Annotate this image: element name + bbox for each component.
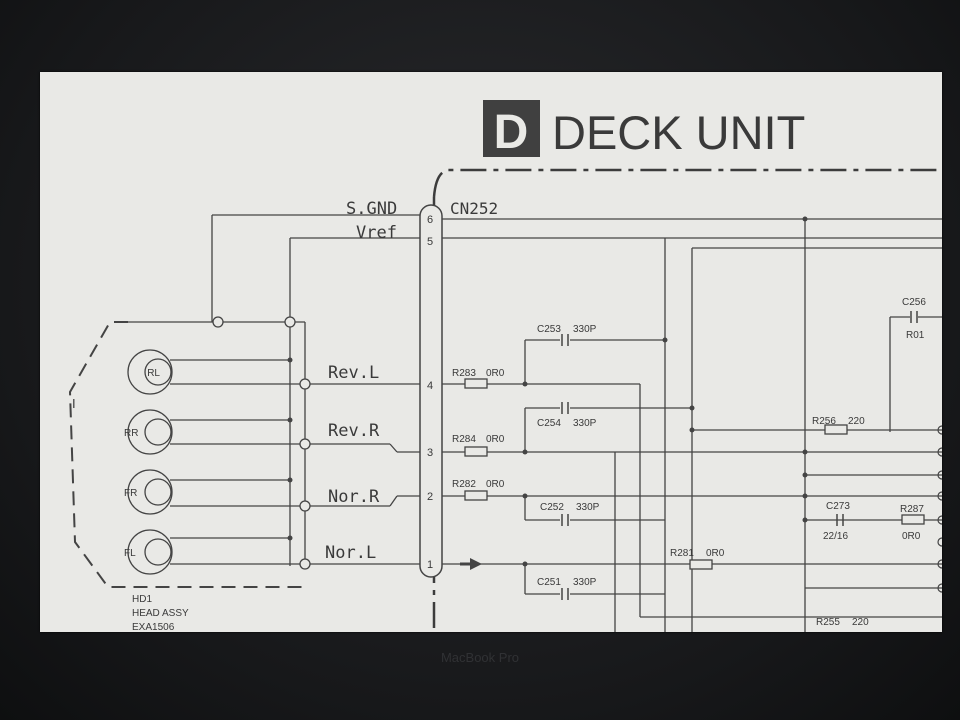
c253-ref: C253 <box>537 324 561 335</box>
screen: D DECK UNIT <box>40 72 942 632</box>
r282-ref: R282 <box>452 479 476 490</box>
r287-ref: R287 <box>900 504 924 515</box>
c273-ref: C273 <box>826 501 850 512</box>
c251-ref: C251 <box>537 577 561 588</box>
head-part: EXA1506 <box>132 622 175 632</box>
r282-value: 0R0 <box>486 479 505 490</box>
pin-num-4: 4 <box>427 380 433 392</box>
r255-ref: R255 <box>816 617 840 628</box>
pin-label-norl: Nor.L <box>325 543 376 563</box>
pin-label-revl: Rev.L <box>328 363 379 383</box>
unit-boundary-top <box>432 168 942 198</box>
coil-label-fl: FL <box>124 548 136 559</box>
terminals <box>212 316 311 570</box>
r284-value: 0R0 <box>486 434 505 445</box>
pin-label-revr: Rev.R <box>328 421 380 441</box>
junction-dots <box>287 216 808 567</box>
pin-num-6: 6 <box>427 214 433 226</box>
c252-ref: C252 <box>540 502 564 513</box>
c251-value: 330P <box>573 577 597 588</box>
capacitor-plates <box>561 311 918 600</box>
pin-label-norr: Nor.R <box>328 487 380 507</box>
r284-ref: R284 <box>452 434 476 445</box>
r283-ref: R283 <box>452 368 476 379</box>
resistor-bodies <box>464 378 925 570</box>
r281-value: 0R0 <box>706 548 725 559</box>
wires <box>128 214 942 632</box>
pin-label-sgnd: S.GND <box>346 199 397 219</box>
right-edge-pins <box>937 425 942 593</box>
c273-value: 22/16 <box>823 531 848 542</box>
coil-label-rr: RR <box>124 428 138 439</box>
title-letter: D <box>494 106 529 159</box>
r256-value: 220 <box>848 416 865 427</box>
pin-num-5: 5 <box>427 236 433 248</box>
c254-ref: C254 <box>537 418 561 429</box>
coil-label-fr: FR <box>124 488 137 499</box>
r281-ref: R281 <box>670 548 694 559</box>
pin-num-3: 3 <box>427 447 433 459</box>
title-text: DECK UNIT <box>552 106 805 159</box>
c256-value: R01 <box>906 330 925 341</box>
head-ref: HD1 <box>132 594 152 605</box>
head-coils <box>127 349 173 575</box>
head-mark: I <box>72 396 76 411</box>
pin-label-vref: Vref <box>356 223 397 243</box>
title-letter-box <box>483 100 540 157</box>
schematic-diagram: D DECK UNIT <box>68 100 942 632</box>
c253-value: 330P <box>573 324 597 335</box>
c256-ref: C256 <box>902 297 926 308</box>
r256-ref: R256 <box>812 416 836 427</box>
c252-value: 330P <box>576 502 600 513</box>
signal-arrow-icon <box>470 558 482 570</box>
head-desc: HEAD ASSY <box>132 608 189 619</box>
connector-cn252 <box>419 204 443 578</box>
pin-num-1: 1 <box>427 559 433 571</box>
bezel-brand: MacBook Pro <box>440 650 520 665</box>
head-assy-outline <box>68 321 305 588</box>
r283-value: 0R0 <box>486 368 505 379</box>
r255-value: 220 <box>852 617 869 628</box>
connector-ref: CN252 <box>450 199 498 218</box>
c254-value: 330P <box>573 418 597 429</box>
coil-label-rl: RL <box>147 368 160 379</box>
pin-num-2: 2 <box>427 491 433 503</box>
r287-value: 0R0 <box>902 531 921 542</box>
